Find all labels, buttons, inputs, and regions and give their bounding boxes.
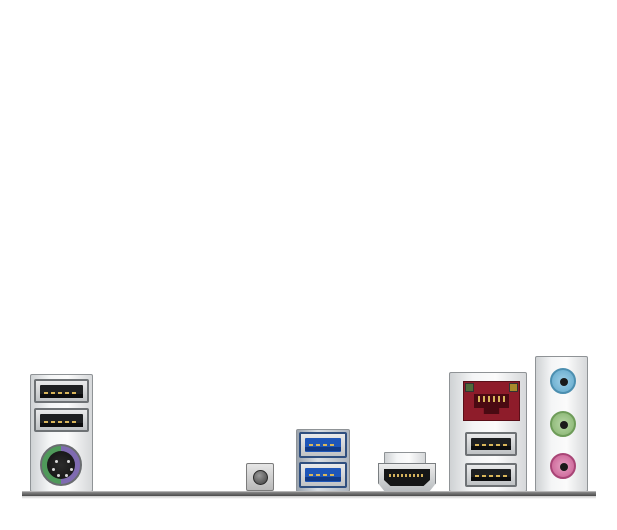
lan-speed-led [509,383,518,392]
usb-contacts [309,444,337,446]
jack-hole [560,378,568,386]
usb-tongue [305,477,341,481]
hdmi-pins [389,474,425,477]
ps2-combo-port[interactable] [40,444,82,486]
ps2-pin [67,460,70,463]
ps2-pin [70,468,73,471]
ps2-pin [65,474,68,477]
usb-contacts [475,475,507,477]
usb-tongue [471,477,511,481]
hdmi-mount [384,452,426,464]
rj45-pins [478,396,505,402]
usb-contacts [475,444,507,446]
lan-activity-led [465,383,474,392]
usb-3-port-top[interactable] [299,432,347,458]
jack-hole [560,463,568,471]
usb-2-port-bottom[interactable] [34,408,89,432]
ps2-pin [55,460,58,463]
jack-hole [560,421,568,429]
hdmi-port[interactable] [378,463,436,492]
hdmi-socket [384,469,430,486]
clear-cmos-button[interactable] [253,470,268,485]
usb-contacts [44,392,79,394]
rj45-lan-port[interactable] [463,381,520,421]
usb-3-port-bottom[interactable] [299,462,347,488]
usb-contacts [44,421,79,423]
line-in-audio-jack[interactable] [550,368,576,394]
usb-tongue [40,394,83,398]
usb-tongue [305,447,341,451]
usb-tongue [471,446,511,450]
ps2-pin [57,474,60,477]
ps2-pin [52,468,55,471]
usb-2-port-top[interactable] [34,379,89,403]
usb-2-port-lan-top[interactable] [465,432,517,456]
pcb-shadow [22,496,596,499]
line-out-audio-jack[interactable] [550,411,576,437]
motherboard-pcb-edge [22,491,596,497]
mic-in-audio-jack[interactable] [550,453,576,479]
ps2-socket [47,451,75,479]
usb-tongue [40,423,83,427]
usb-2-port-lan-bottom[interactable] [465,463,517,487]
usb-contacts [309,474,337,476]
